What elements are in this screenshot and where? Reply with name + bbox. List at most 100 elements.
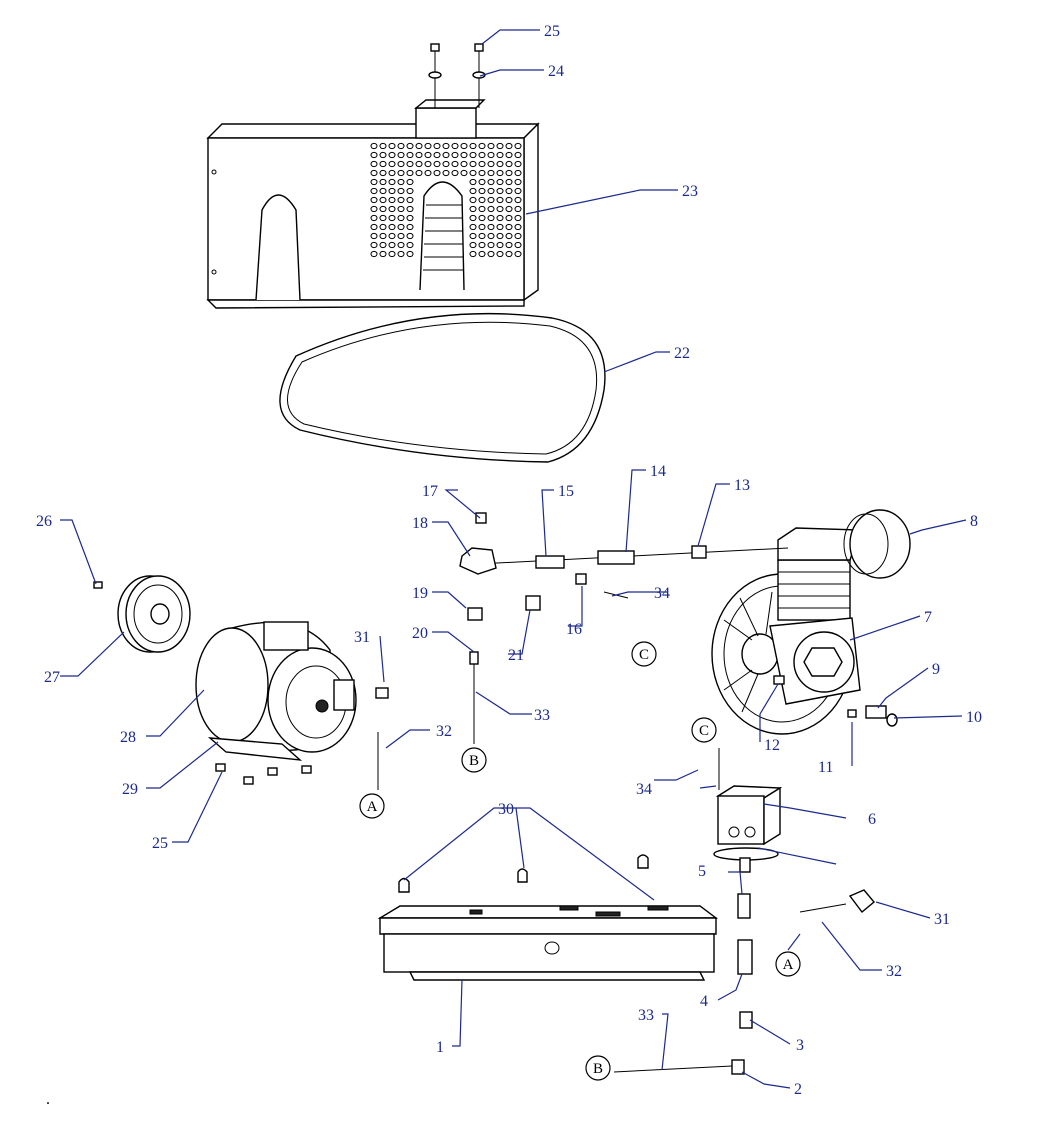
vent-hole bbox=[397, 223, 405, 231]
guard-hardware bbox=[428, 43, 486, 108]
label-part-15: 15 bbox=[558, 483, 574, 500]
vent-hole bbox=[487, 187, 495, 195]
vent-hole bbox=[514, 187, 522, 195]
vent-hole bbox=[478, 223, 486, 231]
vent-hole bbox=[505, 160, 513, 168]
vent-hole bbox=[478, 169, 486, 177]
vent-hole bbox=[442, 151, 450, 159]
vibration-pads bbox=[398, 854, 649, 893]
vent-hole bbox=[379, 151, 387, 159]
vent-hole bbox=[370, 142, 378, 150]
vent-hole bbox=[505, 187, 513, 195]
vent-hole bbox=[442, 142, 450, 150]
vent-hole bbox=[505, 223, 513, 231]
vent-hole bbox=[496, 205, 504, 213]
vent-hole bbox=[496, 196, 504, 204]
callout-a-left: A bbox=[367, 799, 378, 815]
vent-hole bbox=[388, 187, 396, 195]
vent-hole bbox=[424, 169, 432, 177]
vent-hole bbox=[388, 214, 396, 222]
vent-hole bbox=[388, 178, 396, 186]
vent-hole bbox=[514, 214, 522, 222]
label-part-32-right: 32 bbox=[886, 963, 902, 980]
vent-hole bbox=[406, 142, 414, 150]
vent-hole bbox=[406, 187, 414, 195]
label-part-32-left: 32 bbox=[436, 723, 452, 740]
label-part-9: 9 bbox=[932, 661, 940, 678]
vent-hole bbox=[433, 160, 441, 168]
vent-hole bbox=[505, 178, 513, 186]
label-part-27: 27 bbox=[44, 669, 60, 686]
vent-hole bbox=[388, 250, 396, 258]
vent-hole bbox=[514, 196, 522, 204]
vent-hole bbox=[496, 178, 504, 186]
vent-hole bbox=[505, 196, 513, 204]
label-part-34-top: 34 bbox=[636, 781, 652, 798]
label-part-22: 22 bbox=[674, 345, 690, 362]
vent-hole bbox=[370, 232, 378, 240]
vent-hole bbox=[397, 142, 405, 150]
vent-hole bbox=[496, 223, 504, 231]
vent-hole bbox=[505, 232, 513, 240]
vent-hole bbox=[460, 151, 468, 159]
vent-hole bbox=[424, 160, 432, 168]
vent-hole bbox=[514, 169, 522, 177]
vent-hole bbox=[460, 160, 468, 168]
vent-hole bbox=[496, 160, 504, 168]
label-part-26: 26 bbox=[36, 513, 52, 530]
label-part-2: 2 bbox=[794, 1081, 802, 1098]
electric-motor bbox=[195, 621, 357, 785]
vent-hole bbox=[370, 214, 378, 222]
vent-hole bbox=[514, 178, 522, 186]
vent-hole bbox=[370, 250, 378, 258]
vent-hole bbox=[478, 205, 486, 213]
vent-hole bbox=[406, 232, 414, 240]
vent-hole bbox=[469, 160, 477, 168]
vent-hole bbox=[514, 223, 522, 231]
vent-hole bbox=[370, 169, 378, 177]
vent-hole bbox=[514, 142, 522, 150]
vent-hole bbox=[370, 196, 378, 204]
motor-pulley bbox=[93, 575, 191, 653]
vent-hole bbox=[469, 196, 477, 204]
vent-hole bbox=[397, 214, 405, 222]
footer-mark: . bbox=[46, 1091, 50, 1108]
vent-hole bbox=[478, 178, 486, 186]
vent-hole bbox=[469, 250, 477, 258]
label-part-23: 23 bbox=[682, 183, 698, 200]
vent-hole bbox=[451, 169, 459, 177]
vent-hole bbox=[469, 178, 477, 186]
connection-callouts: A A B B C C bbox=[359, 641, 801, 1081]
compressor-pump bbox=[711, 509, 911, 735]
vent-hole bbox=[478, 142, 486, 150]
label-part-29: 29 bbox=[122, 781, 138, 798]
vent-hole bbox=[469, 241, 477, 249]
belt-guard bbox=[206, 99, 540, 309]
vent-hole bbox=[424, 151, 432, 159]
vent-hole bbox=[388, 205, 396, 213]
vent-hole bbox=[505, 205, 513, 213]
callout-c-top: C bbox=[699, 723, 709, 739]
vent-hole bbox=[406, 178, 414, 186]
vent-hole bbox=[496, 241, 504, 249]
vent-hole bbox=[379, 214, 387, 222]
vent-hole bbox=[487, 178, 495, 186]
label-part-5: 5 bbox=[698, 863, 706, 880]
vent-hole bbox=[469, 232, 477, 240]
vent-hole bbox=[487, 160, 495, 168]
vent-hole bbox=[451, 151, 459, 159]
vent-hole bbox=[478, 196, 486, 204]
vent-hole bbox=[379, 142, 387, 150]
vent-hole bbox=[406, 205, 414, 213]
vent-hole bbox=[514, 160, 522, 168]
label-part-24: 24 bbox=[548, 63, 564, 80]
vent-hole bbox=[478, 187, 486, 195]
vent-hole bbox=[469, 187, 477, 195]
vent-hole bbox=[379, 232, 387, 240]
vent-hole bbox=[487, 151, 495, 159]
vent-hole bbox=[460, 169, 468, 177]
label-part-18: 18 bbox=[412, 515, 428, 532]
label-part-7: 7 bbox=[924, 609, 932, 626]
vent-hole bbox=[397, 205, 405, 213]
vent-hole bbox=[397, 241, 405, 249]
